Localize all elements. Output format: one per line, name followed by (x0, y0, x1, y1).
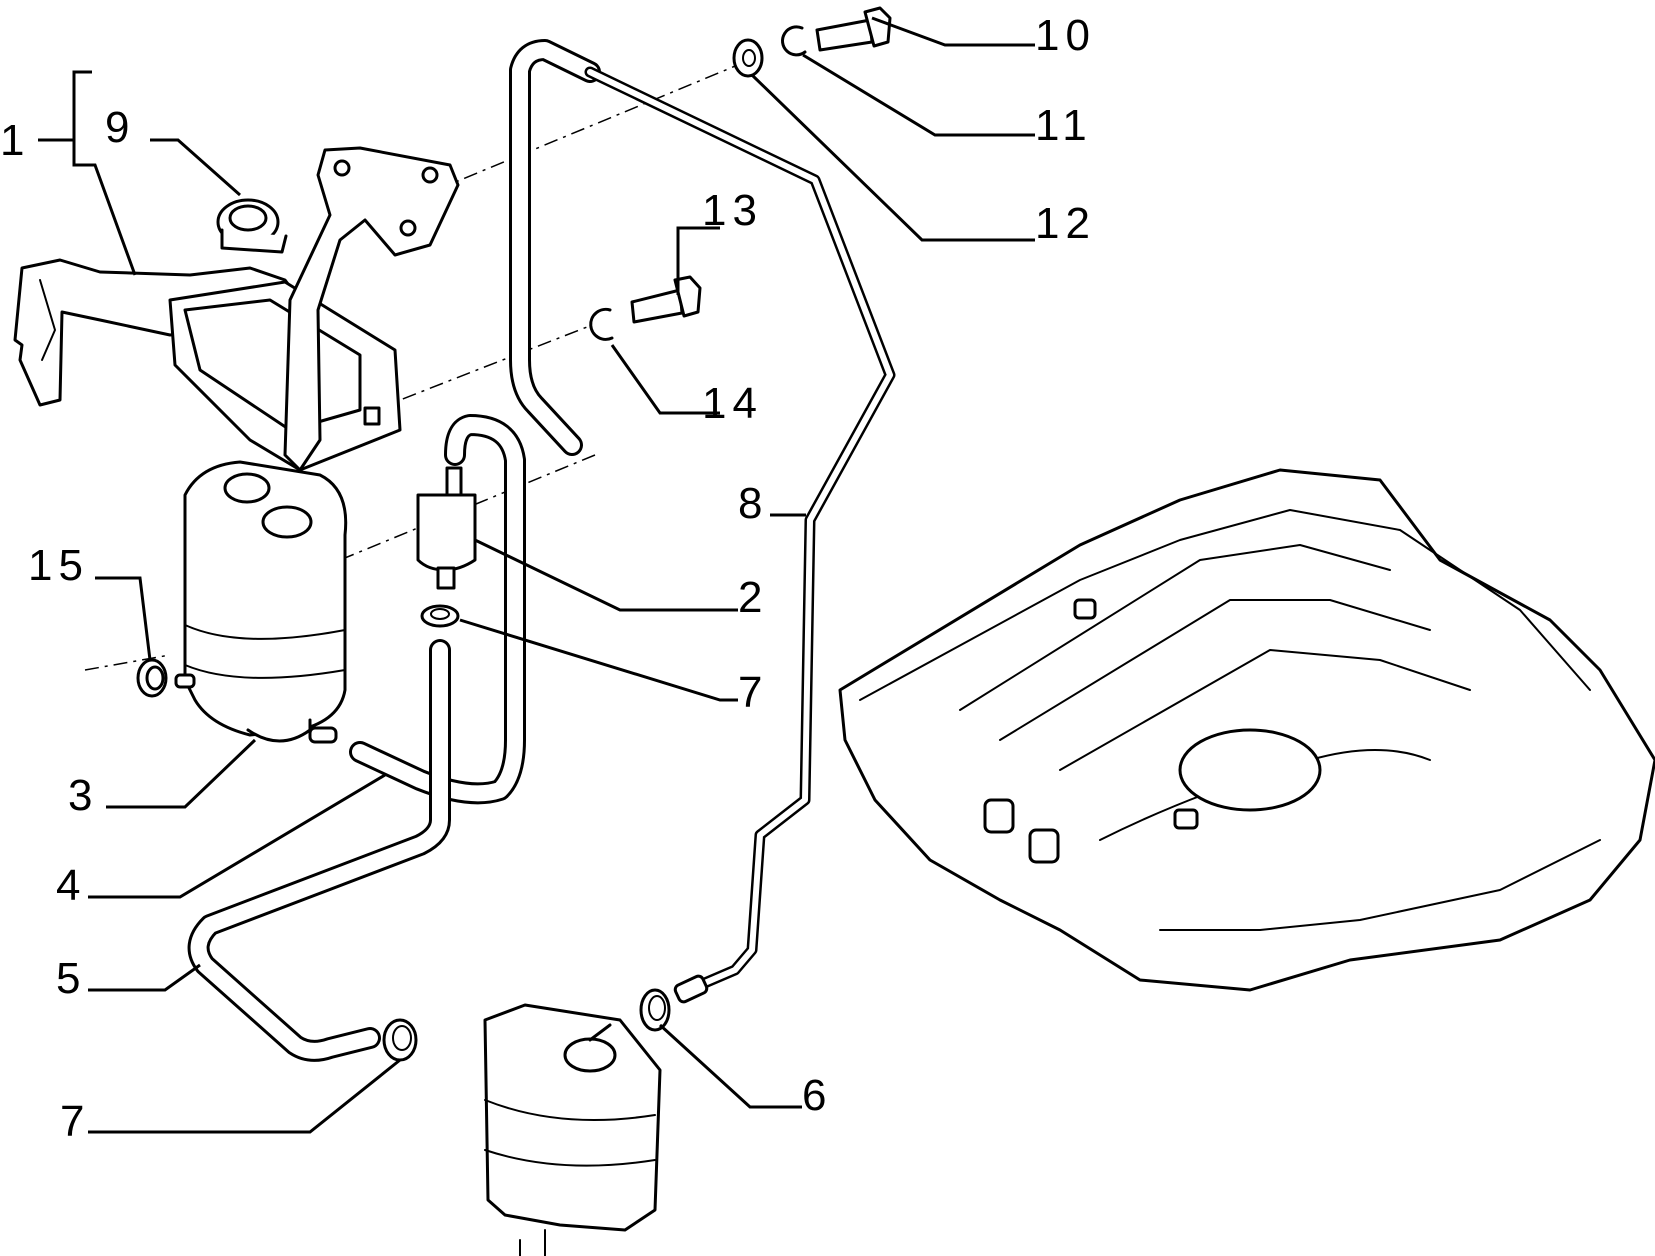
callout-10: 10 (1035, 11, 1096, 60)
bolt-13 (630, 275, 702, 324)
canister-3 (183, 460, 348, 744)
callout-7-upper: 7 (738, 668, 768, 717)
callout-3: 3 (68, 771, 98, 820)
callout-4: 4 (56, 861, 86, 910)
filter-2 (416, 466, 477, 590)
bracket-assembly (13, 146, 460, 472)
vent-hose-upper (509, 39, 601, 456)
callout-1: 1 (0, 116, 30, 165)
clamp-6 (639, 988, 671, 1032)
pipe-8 (584, 66, 896, 1004)
washer-12 (732, 38, 764, 78)
callout-8: 8 (738, 479, 768, 528)
callout-7-lower: 7 (60, 1097, 90, 1146)
callout-6: 6 (802, 1071, 832, 1120)
clamp-9 (216, 198, 288, 254)
hose-5 (187, 639, 451, 1062)
clamp-7-upper (420, 604, 460, 628)
fuel-tank (838, 468, 1655, 992)
lock-washer-11 (781, 25, 807, 57)
reservoir (483, 1003, 662, 1256)
bolt-10 (815, 6, 892, 52)
callout-11: 11 (1035, 101, 1093, 150)
callout-12: 12 (1035, 199, 1096, 248)
callout-labels: 1 2 3 4 5 6 7 7 8 9 10 11 12 13 14 15 (0, 11, 1096, 1146)
callout-2: 2 (738, 573, 768, 622)
callout-14: 14 (702, 379, 763, 428)
hose-4 (349, 414, 526, 805)
lock-washer-14 (589, 307, 614, 341)
leader-lines (38, 16, 1035, 1134)
callout-15: 15 (28, 541, 89, 590)
callout-13: 13 (702, 186, 763, 235)
callout-5: 5 (56, 954, 86, 1003)
callout-9: 9 (105, 103, 135, 152)
clip-15 (136, 658, 196, 698)
clamp-7-lower (382, 1018, 418, 1062)
